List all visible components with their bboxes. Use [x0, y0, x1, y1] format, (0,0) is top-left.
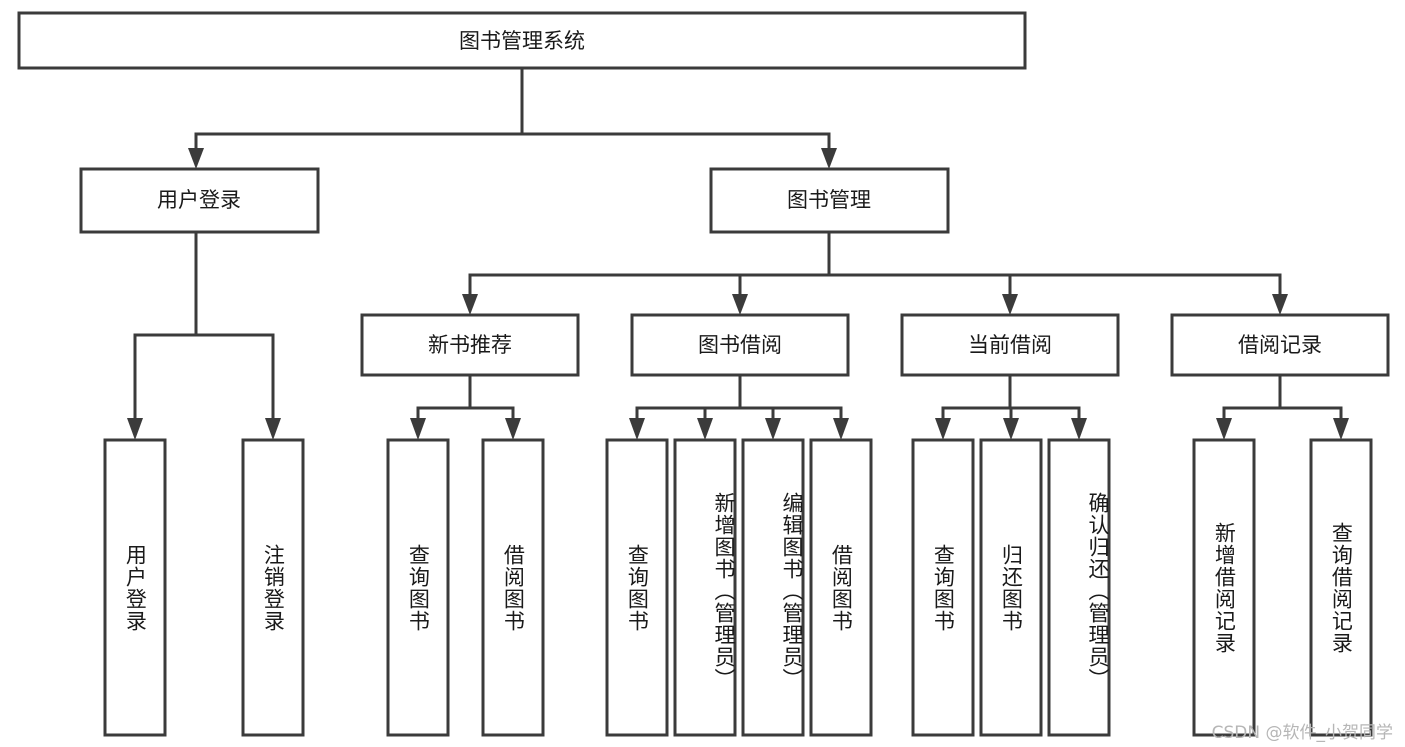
leaf-box-br-add-record[interactable]: [1192, 438, 1256, 737]
arrow-head-bb-leaf2: [697, 418, 713, 440]
node-book-mgmt-label: 图书管理: [787, 188, 871, 212]
leaf-box-nb-query-book[interactable]: [386, 438, 450, 737]
arrow-head-book-mgmt: [821, 148, 837, 169]
node-book-borrow-box[interactable]: [630, 313, 850, 377]
leaf-box-bb-query-book[interactable]: [605, 438, 669, 737]
arrow-head-bb-leaf4: [833, 418, 849, 440]
arrow-head-leaf-user-login: [127, 418, 143, 440]
arrow-head-nb-leaf2: [505, 418, 521, 440]
leaf-box-group: [103, 438, 1373, 737]
node-borrow-record[interactable]: 借阅记录: [1170, 313, 1390, 377]
leaf-box-nb-borrow-book[interactable]: [481, 438, 545, 737]
node-current-borrow[interactable]: 当前借阅: [900, 313, 1120, 377]
arrow-head-br-leaf2: [1333, 418, 1349, 440]
leaf-box-cb-confirm-return[interactable]: [1047, 438, 1111, 737]
leaf-box-br-query-record[interactable]: [1309, 438, 1373, 737]
node-user-login-label: 用户登录: [157, 188, 241, 212]
arrow-head-current-borrow: [1002, 294, 1018, 315]
node-new-book-recommend-label: 新书推荐: [428, 333, 512, 357]
arrow-head-book-borrow: [732, 294, 748, 315]
arrow-head-new-book: [462, 294, 478, 315]
node-new-book-recommend-box[interactable]: [360, 313, 580, 377]
node-borrow-record-label: 借阅记录: [1238, 333, 1322, 357]
connector-group-new-book: [410, 373, 521, 440]
node-book-borrow[interactable]: 图书借阅: [630, 313, 850, 377]
arrow-head-br-leaf1: [1216, 418, 1232, 440]
leaf-box-bb-borrow-book[interactable]: [809, 438, 873, 737]
connector-group-current-borrow: [935, 373, 1087, 440]
leaf-box-cb-return-book[interactable]: [979, 438, 1043, 737]
node-borrow-record-box[interactable]: [1170, 313, 1390, 377]
arrow-head-cb-leaf2: [1003, 418, 1019, 440]
arrow-head-bb-leaf1: [629, 418, 645, 440]
connector-group-book-mgmt: [462, 230, 1288, 315]
connector-group-root: [188, 66, 837, 169]
node-book-mgmt[interactable]: 图书管理: [709, 167, 950, 234]
leaf-box-bb-add-book[interactable]: [673, 438, 737, 737]
node-user-login-box[interactable]: [79, 167, 320, 234]
node-book-borrow-label: 图书借阅: [698, 333, 782, 357]
node-root-label: 图书管理系统: [459, 29, 585, 53]
connector-group-book-borrow: [629, 373, 849, 440]
node-root[interactable]: 图书管理系统: [17, 11, 1027, 70]
node-book-mgmt-box[interactable]: [709, 167, 950, 234]
connector-group-user-login: [127, 230, 281, 440]
node-current-borrow-box[interactable]: [900, 313, 1120, 377]
arrow-head-bb-leaf3: [765, 418, 781, 440]
leaf-box-bb-edit-book[interactable]: [741, 438, 805, 737]
leaf-box-user-login[interactable]: [103, 438, 167, 737]
arrow-head-cb-leaf1: [935, 418, 951, 440]
arrow-head-nb-leaf1: [410, 418, 426, 440]
arrow-head-user-login: [188, 148, 204, 169]
node-user-login[interactable]: 用户登录: [79, 167, 320, 234]
arrow-head-cb-leaf3: [1071, 418, 1087, 440]
node-root-box[interactable]: [17, 11, 1027, 70]
connector-group-borrow-record: [1216, 373, 1349, 440]
node-new-book-recommend[interactable]: 新书推荐: [360, 313, 580, 377]
arrow-head-borrow-record: [1272, 294, 1288, 315]
leaf-box-logout[interactable]: [241, 438, 305, 737]
arrow-head-leaf-logout: [265, 418, 281, 440]
node-current-borrow-label: 当前借阅: [968, 333, 1052, 357]
watermark-text: CSDN @软件_小贺同学: [1211, 723, 1393, 743]
leaf-box-cb-query-book[interactable]: [911, 438, 975, 737]
